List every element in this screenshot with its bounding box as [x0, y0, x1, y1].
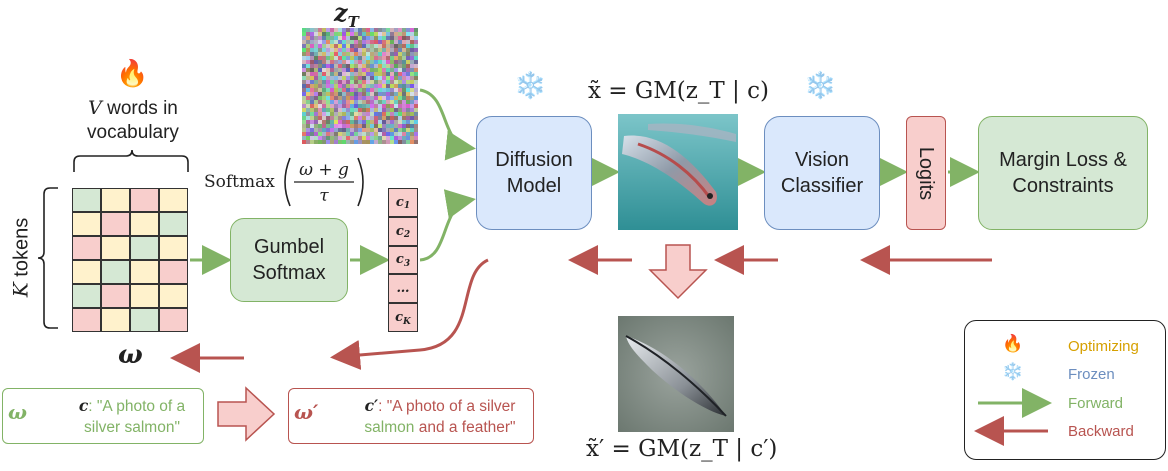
legend-forward: Forward	[1068, 395, 1124, 412]
gumbel-softmax-box: Gumbel Softmax	[230, 218, 348, 302]
prompt-modified-box: ω′ c′: "A photo of a silver salmon and a…	[288, 388, 534, 444]
zt-label: zT	[334, 0, 359, 31]
matrix-cell	[101, 188, 130, 212]
matrix-cell	[130, 212, 159, 236]
x-tilde-prime-label: x̃′ = GM(z_T | c′)	[586, 436, 778, 462]
matrix-cell	[72, 212, 101, 236]
matrix-cell	[101, 212, 130, 236]
snowflake-icon-2: ❄️	[804, 70, 837, 100]
vocab-label: V words in vocabulary	[87, 97, 179, 143]
diffusion-model-box: Diffusion Model	[476, 116, 592, 230]
legend-box	[964, 320, 1166, 460]
matrix-cell	[159, 308, 188, 332]
softmax-name: Softmax	[204, 172, 275, 192]
snowflake-icon: ❄️	[514, 70, 547, 100]
arrow-back-curve	[330, 258, 489, 370]
matrix-cell	[130, 260, 159, 284]
big-right-arrow	[217, 386, 276, 442]
omega-label: ω	[118, 340, 143, 370]
token-matrix	[72, 188, 188, 332]
matrix-cell	[159, 188, 188, 212]
matrix-cell	[101, 284, 130, 308]
softmax-numerator: ω + g	[299, 160, 349, 180]
fire-icon: 🔥	[116, 58, 149, 88]
matrix-cell	[72, 188, 101, 212]
softmax-denominator: τ	[319, 186, 329, 206]
matrix-cell	[72, 308, 101, 332]
tokens-brace	[37, 187, 58, 329]
matrix-cell	[72, 236, 101, 260]
arrow-c-to-diffusion	[419, 189, 476, 262]
legend-frozen: Frozen	[1068, 366, 1115, 383]
legend-snowflake-icon: ❄️	[1002, 362, 1024, 381]
prompt-original-text: c: "A photo of a silver salmon"	[78, 396, 186, 436]
matrix-cell	[130, 188, 159, 212]
legend-optimizing: Optimizing	[1068, 338, 1139, 355]
c-token-cell: …	[388, 274, 418, 304]
vision-classifier-box: Vision Classifier	[764, 116, 880, 230]
noise-image	[302, 28, 418, 144]
arrow-noise-to-diffusion	[419, 88, 476, 161]
matrix-cell	[72, 284, 101, 308]
prompt-original-box: ω c: "A photo of a silver salmon"	[2, 388, 204, 444]
matrix-cell	[72, 260, 101, 284]
matrix-cell	[159, 212, 188, 236]
legend-backward: Backward	[1068, 423, 1134, 440]
margin-loss-box: Margin Loss & Constraints	[978, 116, 1148, 230]
matrix-cell	[130, 308, 159, 332]
matrix-cell	[130, 236, 159, 260]
k-tokens-label: K tokens	[8, 217, 33, 298]
big-down-arrow	[648, 244, 708, 300]
matrix-cell	[159, 260, 188, 284]
legend-fire-icon: 🔥	[1002, 334, 1024, 353]
logits-box: Logits	[906, 116, 946, 230]
matrix-cell	[101, 308, 130, 332]
matrix-cell	[159, 236, 188, 260]
feather-image	[618, 316, 734, 432]
x-tilde-label: x̃ = GM(z_T | c)	[588, 78, 769, 104]
matrix-cell	[130, 284, 159, 308]
matrix-cell	[101, 260, 130, 284]
matrix-cell	[159, 284, 188, 308]
prompt-modified-text: c′: "A photo of a silver salmon and a fe…	[364, 396, 516, 436]
matrix-cell	[101, 236, 130, 260]
vocab-brace	[73, 149, 189, 172]
salmon-image	[618, 114, 738, 230]
